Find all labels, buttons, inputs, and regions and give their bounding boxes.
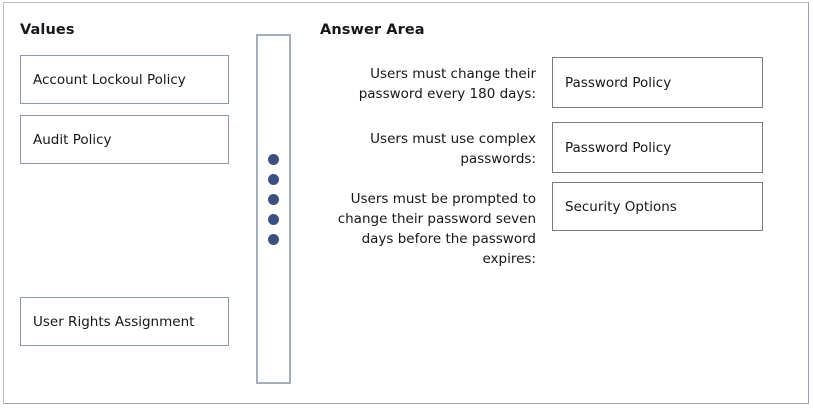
drag-handle-dots[interactable] bbox=[258, 154, 289, 245]
answer-slot-2[interactable]: Password Policy bbox=[552, 122, 763, 173]
answer-area-heading: Answer Area bbox=[320, 22, 425, 38]
drag-dot-icon bbox=[268, 234, 279, 245]
answer-slot-value: Security Options bbox=[565, 198, 677, 215]
answer-slot-1[interactable]: Password Policy bbox=[552, 57, 763, 108]
drag-dot-icon bbox=[268, 174, 279, 185]
drag-dot-icon bbox=[268, 214, 279, 225]
values-heading: Values bbox=[20, 22, 75, 38]
answer-row: Users must be prompted to change their p… bbox=[320, 182, 779, 269]
value-tile-label: Account Lockoul Policy bbox=[33, 71, 186, 88]
answer-slot-value: Password Policy bbox=[565, 139, 672, 156]
drag-dot-icon bbox=[268, 154, 279, 165]
value-tile-account-lockout-policy[interactable]: Account Lockoul Policy bbox=[20, 55, 229, 104]
value-tile-label: Audit Policy bbox=[33, 131, 112, 148]
drag-dot-icon bbox=[268, 194, 279, 205]
answer-row: Users must change their password every 1… bbox=[320, 57, 779, 108]
answer-slot-value: Password Policy bbox=[565, 74, 672, 91]
answer-slot-3[interactable]: Security Options bbox=[552, 182, 763, 231]
answer-row: Users must use complex passwords: Passwo… bbox=[320, 122, 779, 173]
answer-row-label: Users must change their password every 1… bbox=[358, 66, 536, 102]
answer-row-label: Users must be prompted to change their p… bbox=[337, 191, 536, 267]
answer-row-label: Users must use complex passwords: bbox=[370, 131, 536, 167]
value-tile-label: User Rights Assignment bbox=[33, 313, 195, 330]
value-tile-audit-policy[interactable]: Audit Policy bbox=[20, 115, 229, 164]
drag-strip[interactable] bbox=[256, 34, 291, 384]
value-tile-user-rights-assignment[interactable]: User Rights Assignment bbox=[20, 297, 229, 346]
